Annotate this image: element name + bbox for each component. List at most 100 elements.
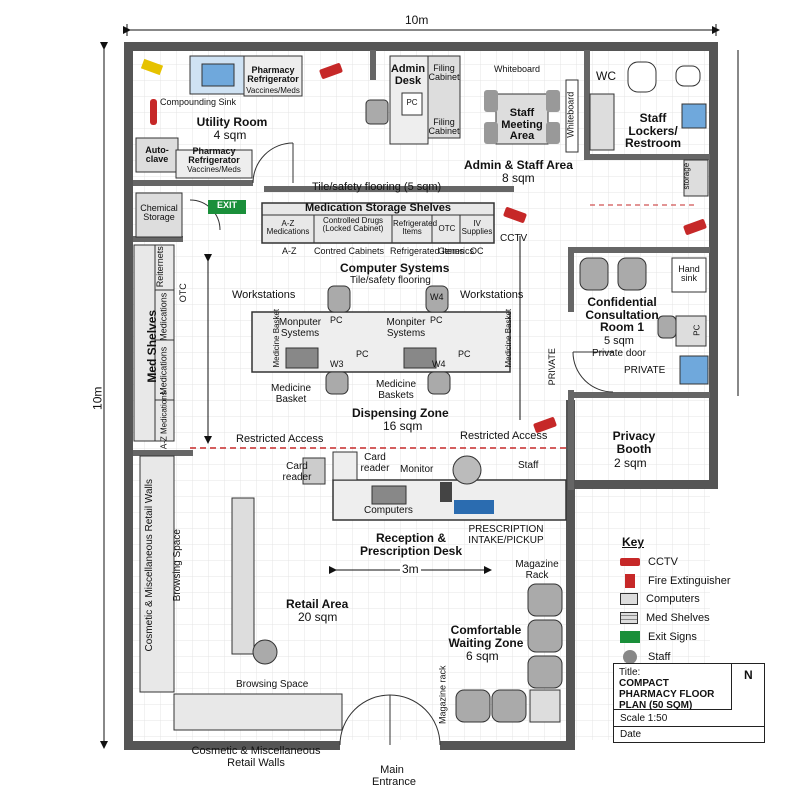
az-medications: A-Z Medications: [159, 391, 169, 450]
privacy-booth-area: 2 sqm: [614, 456, 647, 470]
staff-lockers-title: Staff Lockers/ Restroom: [624, 111, 681, 151]
title-cell: Title: COMPACT PHARMACY FLOOR PLAN (50 S…: [614, 664, 732, 711]
staff-meeting-label: Staff Meeting Area: [501, 107, 543, 143]
prescription-intake: PRESCRIPTION INTAKE/PICKUP: [468, 524, 544, 546]
cctv-cameras: [319, 63, 707, 433]
pc-3: PC: [356, 349, 369, 359]
whiteboard-top: Whiteboard: [494, 64, 541, 74]
height-dimension: 10m: [90, 386, 105, 410]
workstations-right: Workstations: [460, 289, 524, 301]
medicine-basket-2: Medicine Baskets: [375, 379, 417, 401]
shelf-iv: IV Supplies: [461, 219, 493, 237]
admin-pc-label: PC: [406, 98, 418, 107]
interior-walls: [133, 50, 710, 490]
cctv-icon: [620, 558, 640, 566]
three-m-dimension: 3m: [400, 562, 421, 576]
outer-walls: [124, 42, 718, 750]
workstations-left: Workstations: [232, 289, 296, 301]
whiteboard-side: Whiteboard: [565, 91, 576, 138]
cosmetic-side-label: Cosmetic & Miscellaneous Retail Walls: [143, 479, 155, 652]
storage-label: storage: [682, 162, 692, 190]
legend-title: Key: [622, 535, 645, 549]
consultation-title: Confidential Consultation Room 1: [585, 295, 659, 335]
retail-area-area: 20 sqm: [298, 610, 338, 624]
w4-bottom: W4: [432, 359, 446, 369]
legend-label-computers: Computers: [646, 593, 700, 605]
sub-az: A-Z: [282, 246, 297, 256]
legend-item-computers: Computers: [620, 593, 700, 605]
reiternets-label: Reiternets: [154, 246, 165, 288]
legend-label-med-shelves: Med Shelves: [646, 612, 710, 624]
admin-staff-title: Admin & Staff Area: [464, 158, 573, 172]
admin-desk-label: Admin Desk: [390, 63, 426, 87]
medications-1: Medications: [158, 292, 169, 341]
retail-fixtures: [139, 455, 343, 731]
sub-generics: Generics: [438, 246, 475, 256]
dimension-lines: [100, 24, 739, 749]
otc-side: OTC: [177, 283, 188, 303]
med-shelves-icon: [620, 612, 638, 624]
card-reader-2: Card reader: [360, 452, 390, 474]
north-label: N: [744, 668, 753, 682]
waiting-zone-title: Comfortable Waiting Zone: [448, 623, 524, 650]
vaccines-meds-top: Vaccines/Meds: [246, 86, 300, 95]
private-side: PRIVATE: [546, 348, 557, 386]
legend-item-fire-extinguisher: Fire Extinguisher: [620, 574, 731, 588]
browsing-space-side: Browsing Space: [171, 529, 183, 602]
computer-icon: [620, 593, 638, 605]
sub-oc: OC: [470, 246, 484, 256]
pc-1: PC: [330, 315, 343, 325]
main-entrance-label: Main Entrance: [372, 764, 417, 788]
med-storage-shelves-drawing: [261, 202, 495, 244]
privacy-booth-title: Privacy Booth: [612, 429, 656, 456]
medicine-basket-right: Medicine Basket: [504, 308, 514, 368]
left-med-shelves-drawing: [133, 244, 175, 442]
reception-desk-drawing: [302, 451, 567, 521]
utility-room-title: Utility Room: [196, 115, 268, 129]
consultation-area: 5 sqm: [604, 335, 634, 347]
dispensing-zone-title: Dispensing Zone: [352, 406, 449, 420]
admin-staff-area: 8 sqm: [502, 171, 535, 185]
browsing-space-bottom: Browsing Space: [236, 679, 309, 690]
legend-item-med-shelves: Med Shelves: [620, 612, 710, 624]
title-block: Title: COMPACT PHARMACY FLOOR PLAN (50 S…: [613, 663, 765, 743]
scale-label: Scale 1:50: [620, 713, 668, 724]
waiting-chairs: [455, 583, 563, 723]
pc-4: PC: [458, 349, 471, 359]
plan-title: COMPACT PHARMACY FLOOR PLAN (50 SQM): [619, 678, 715, 711]
pc-2: PC: [430, 315, 443, 325]
w3-label: W3: [330, 359, 344, 369]
width-dimension: 10m: [405, 13, 429, 27]
med-storage-title: Medication Storage Shelves: [304, 202, 452, 214]
date-label: Date: [620, 729, 642, 740]
med-shelves-label: Med Shelves: [145, 309, 160, 383]
computer-systems-label: Computer Systems: [340, 261, 450, 275]
card-reader-1: Card reader: [282, 461, 312, 483]
pharmacy-fridge-mid: Pharmacy Refrigerator: [188, 146, 240, 166]
cosmetic-bottom-label: Cosmetic & Miscellaneous Retail Walls: [191, 745, 321, 769]
magazine-rack-side: Magazine rack: [437, 665, 448, 724]
cctv-label: CCTV: [500, 233, 528, 244]
pharmacy-fridge-top: Pharmacy Refrigerator: [247, 65, 299, 85]
shelf-refrigerated: Refrigerated Items: [393, 219, 438, 237]
exit-sign-bg: [208, 200, 246, 214]
utility-fixtures: [135, 55, 303, 238]
tile-flooring-1: Tile/safety flooring (5 sqm): [312, 181, 442, 193]
vaccines-meds-mid: Vaccines/Meds: [187, 165, 241, 174]
hand-sink-label: Hand sink: [678, 264, 700, 284]
dispensing-zone-area: 16 sqm: [383, 419, 423, 433]
utility-room-area: 4 sqm: [213, 128, 247, 142]
legend-label-staff: Staff: [648, 651, 671, 663]
title-label: Title:: [619, 667, 641, 678]
filing-cabinet-2: Filing Cabinet: [428, 117, 460, 137]
shelf-otc: OTC: [438, 224, 456, 233]
filing-cabinet-1: Filing Cabinet: [428, 63, 460, 83]
dispensing-counter: [251, 285, 511, 395]
staff-label: Staff: [518, 460, 539, 471]
legend-label-fire: Fire Extinguisher: [648, 575, 731, 587]
staff-icon: [623, 650, 637, 664]
consultation-pc: PC: [692, 324, 702, 336]
admin-fixtures: [365, 55, 709, 197]
